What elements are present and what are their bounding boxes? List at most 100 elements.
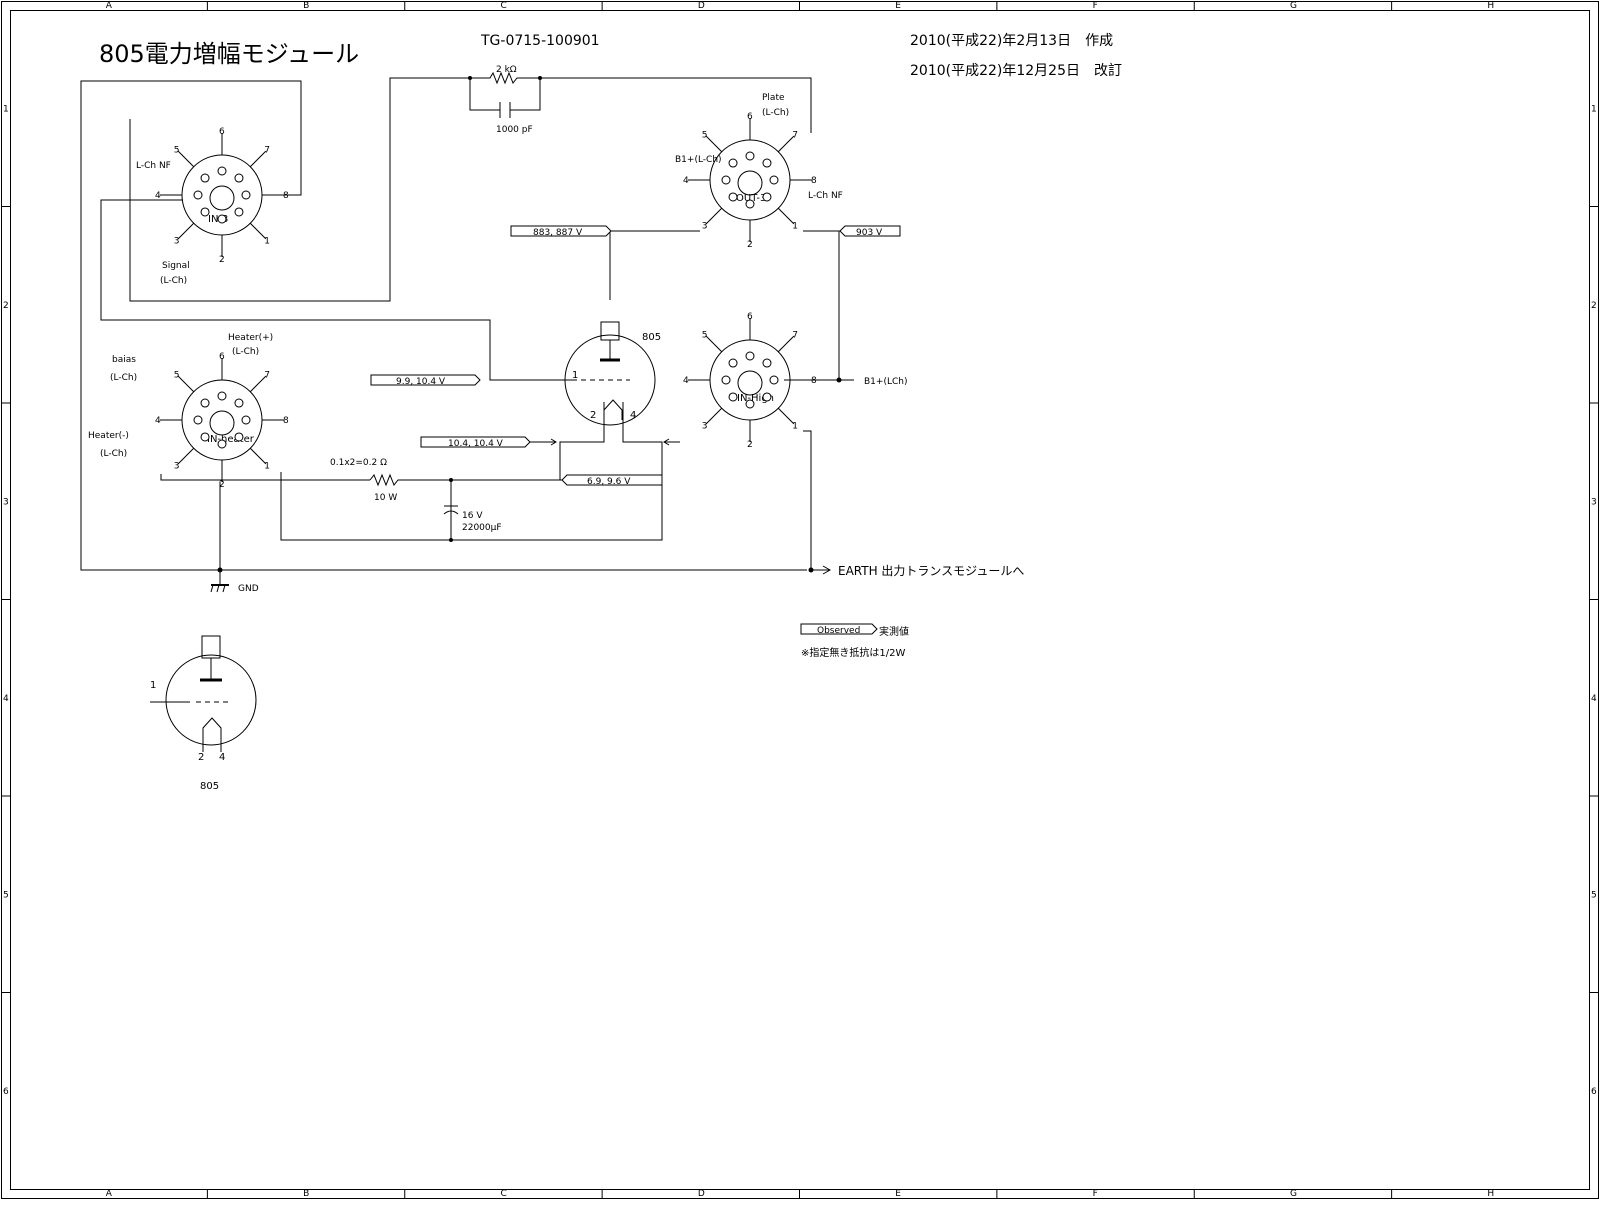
grid-row-label: 1 xyxy=(1591,104,1597,114)
tube-805: 805 1 2 4 xyxy=(564,321,661,426)
heater-voltage: 6.9, 9.6 V xyxy=(587,477,631,487)
socket-pin-lead xyxy=(177,222,195,240)
grid-column-label: F xyxy=(1093,1,1098,11)
grid-column-label: H xyxy=(1487,1189,1494,1199)
legend-note: ※指定無き抵抗は1/2W xyxy=(801,646,905,659)
socket-pin-lead xyxy=(249,150,267,168)
socket-pin xyxy=(200,432,210,442)
legend-observed-text: 実測値 xyxy=(879,625,909,638)
socket-pin-lead xyxy=(705,135,723,153)
earth-label: EARTH 出力トランスモジュールへ xyxy=(838,564,1024,578)
socket-pin-lead xyxy=(705,335,723,353)
grid-row-label: 5 xyxy=(3,890,9,900)
grid-column-label: H xyxy=(1487,1,1494,11)
socket-pin-number: 1 xyxy=(792,221,798,231)
socket-pin-number: 2 xyxy=(219,480,225,490)
socket-pin-number: 7 xyxy=(264,146,270,156)
socket-pin-number: 2 xyxy=(747,240,753,250)
grid-column-label: B xyxy=(303,1,309,11)
socket-pin-lead xyxy=(177,447,195,465)
grid-column-label: A xyxy=(106,1189,113,1199)
socket-pin-number: 4 xyxy=(155,416,161,426)
socket-pin-number: 3 xyxy=(702,221,708,231)
socket-in-heater-pin6-label-2: (L-Ch) xyxy=(232,347,259,357)
doc-number: TG-0715-100901 xyxy=(480,33,600,49)
grid-row-label: 3 xyxy=(1591,497,1597,507)
socket-pin-number: 8 xyxy=(283,191,289,201)
tube-805-reference-name: 805 xyxy=(200,781,219,792)
heater-capacitor-voltage: 16 V xyxy=(462,511,483,521)
grid-column-label: E xyxy=(895,1189,901,1199)
socket-pin-number: 1 xyxy=(264,236,270,246)
socket-out-3-pin6-label-2: (L-Ch) xyxy=(762,108,789,118)
socket-pin-number: 3 xyxy=(702,421,708,431)
tube-805-pin4: 4 xyxy=(630,410,636,421)
heater-voltage-tag xyxy=(561,474,663,486)
socket-in-3-pin5-label: L-Ch NF xyxy=(136,161,171,171)
wiring xyxy=(80,77,854,585)
grid-column-label: C xyxy=(500,1189,506,1199)
socket-pin xyxy=(200,173,210,183)
socket-pin xyxy=(234,173,244,183)
socket-pin xyxy=(762,358,772,368)
grid-voltage-tag xyxy=(370,374,481,386)
socket-pin-number: 6 xyxy=(747,112,753,122)
grid-column-label: D xyxy=(698,1189,705,1199)
socket-pin xyxy=(745,351,755,361)
socket-pin-lead xyxy=(705,207,723,225)
grid-row-label: 3 xyxy=(3,497,9,507)
socket-pin-number: 6 xyxy=(747,312,753,322)
tube-805-pin1: 1 xyxy=(572,370,578,381)
socket-pin xyxy=(745,199,755,209)
b1-voltage-tag xyxy=(839,225,901,237)
socket-in-heater-pin4-label: Heater(-) xyxy=(88,431,129,441)
filament-voltage: 10.4, 10.4 V xyxy=(448,439,504,449)
socket-out-3-pin6-label: Plate xyxy=(762,93,785,103)
socket-pin xyxy=(762,158,772,168)
heater-filter: 0.1x2=0.2 Ω 10 W 16 V 22000μF xyxy=(330,458,502,542)
socket-in-heater-pin5-label: baias xyxy=(112,355,136,365)
socket-pin-number: 6 xyxy=(219,352,225,362)
socket-pin-number: 8 xyxy=(811,176,817,186)
socket-pin xyxy=(193,190,203,200)
grid-column-label: B xyxy=(303,1189,309,1199)
socket-pin-lead xyxy=(705,407,723,425)
heater-resistor xyxy=(369,473,400,487)
socket-pin-lead xyxy=(777,407,795,425)
socket-out-3: OUT-3 Plate (L-Ch) B1+(L-Ch) L-Ch NF xyxy=(675,93,843,221)
tube-805-pin2: 2 xyxy=(590,410,596,421)
socket-pin-number: 8 xyxy=(283,416,289,426)
socket-pin-number: 6 xyxy=(219,127,225,137)
socket-pin xyxy=(200,398,210,408)
socket-pin xyxy=(728,192,738,202)
socket-pin xyxy=(217,439,227,449)
socket-in-heater-pin4-label-2: (L-Ch) xyxy=(100,449,127,459)
socket-pin-lead xyxy=(177,150,195,168)
socket-out-3-pin8-label: L-Ch NF xyxy=(808,191,843,201)
socket-pin-lead xyxy=(249,222,267,240)
socket-pin xyxy=(721,375,731,385)
socket-pin-number: 3 xyxy=(174,461,180,471)
socket-pin-number: 1 xyxy=(264,461,270,471)
socket-in-high-name: IN-High xyxy=(737,393,774,404)
legend: Observed 実測値 ※指定無き抵抗は1/2W xyxy=(800,623,909,659)
socket-pin xyxy=(241,415,251,425)
ground-symbol: GND xyxy=(210,584,259,594)
grid-row-label: 6 xyxy=(1591,1087,1597,1097)
socket-pin xyxy=(234,207,244,217)
socket-pin-number: 2 xyxy=(219,255,225,265)
socket-pin xyxy=(241,190,251,200)
heater-capacitor-value: 22000μF xyxy=(462,523,502,533)
socket-in-heater-pin5-label-2: (L-Ch) xyxy=(110,373,137,383)
socket-pin-lead xyxy=(177,375,195,393)
socket-pin xyxy=(217,166,227,176)
legend-observed-tag-label: Observed xyxy=(817,626,860,636)
revised-date: 2010(平成22)年12月25日 改訂 xyxy=(910,63,1122,79)
page-title: 805電力増幅モジュール xyxy=(99,40,359,68)
socket-in-3-pin3-label: Signal xyxy=(162,261,190,271)
socket-pin xyxy=(745,151,755,161)
b1-voltage: 903 V xyxy=(856,228,883,238)
grid-row-label: 4 xyxy=(3,694,9,704)
